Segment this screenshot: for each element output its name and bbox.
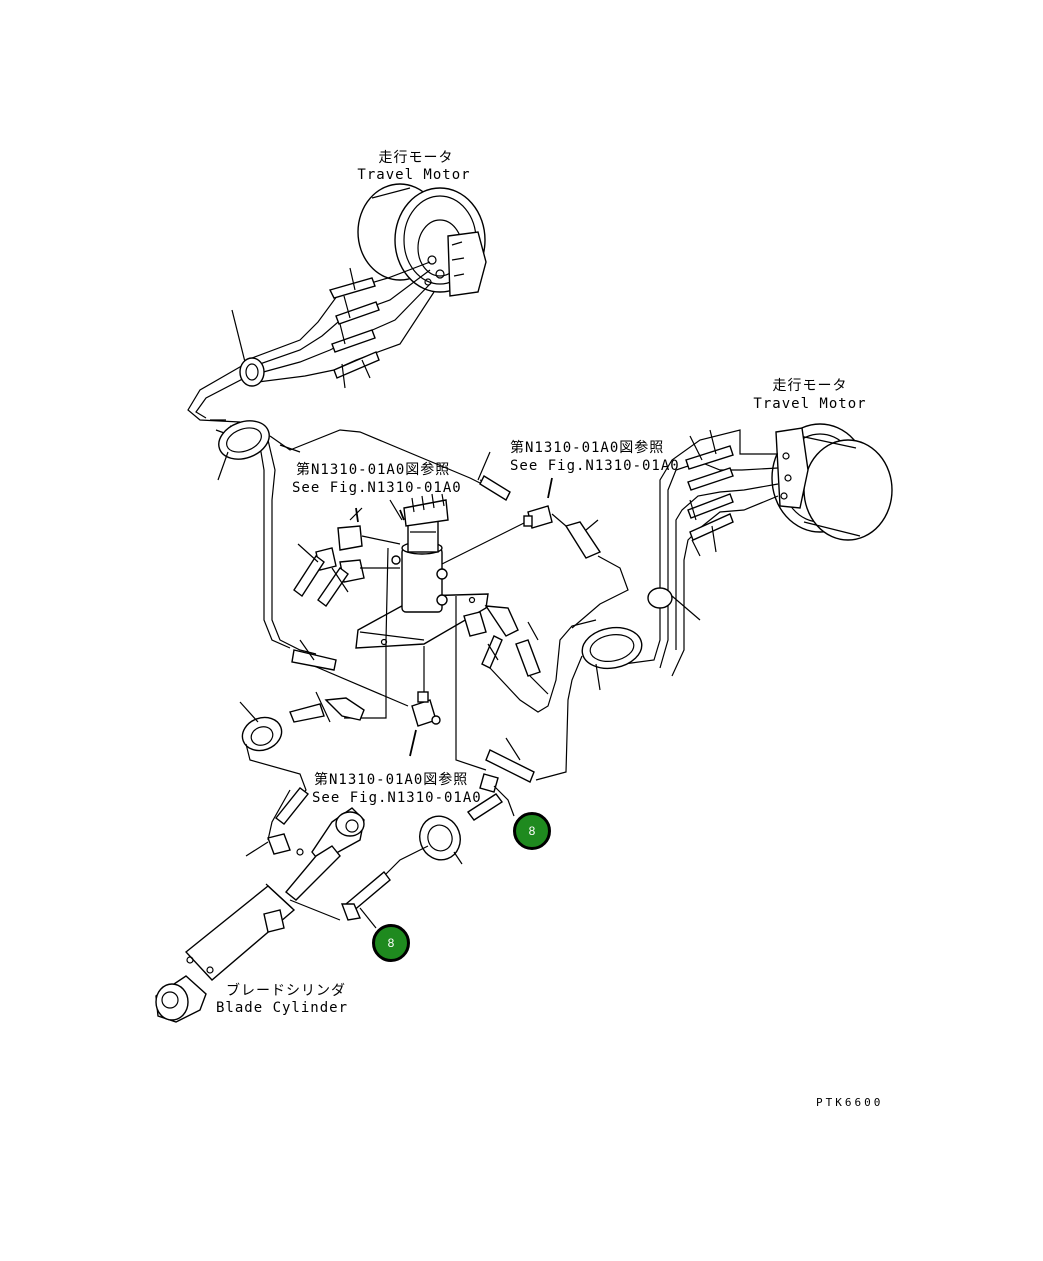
bottom-center-hoses [289, 737, 535, 929]
blade-cylinder [155, 787, 365, 1023]
tee-fitting-lower [299, 659, 441, 757]
blade-cylinder-jp-label: ブレードシリンダ [226, 983, 346, 999]
see-fig-left-jp-label: 第N1310-01A0図参照 [296, 462, 451, 478]
travel-motor-top-en-label: Travel Motor [357, 167, 471, 183]
travel-motor-right [771, 423, 893, 541]
travel-motor-top [357, 183, 487, 297]
travel-motor-right-jp-label: 走行モータ [772, 378, 848, 394]
callout-badge-part-8-lower[interactable]: 8 [372, 924, 410, 962]
hoses-top-motor [231, 261, 435, 389]
hose-bundle-left [187, 357, 317, 655]
drawing-code: PTK6600 [816, 1096, 884, 1109]
left-lower-fittings [239, 639, 365, 811]
central-valve [344, 493, 531, 771]
hoses-right-motor [535, 429, 779, 781]
see-fig-right-en-label: See Fig.N1310-01A0 [510, 458, 680, 474]
see-fig-bottom-jp-label: 第N1310-01A0図参照 [314, 772, 469, 788]
callout-badge-part-8-upper[interactable]: 8 [513, 812, 551, 850]
blade-cylinder-en-label: Blade Cylinder [215, 1000, 349, 1016]
valve-right-fittings [463, 605, 597, 713]
tee-fitting-upper [523, 477, 629, 629]
travel-motor-top-jp-label: 走行モータ [378, 150, 454, 166]
valve-left-fittings [293, 499, 405, 607]
see-fig-right-jp-label: 第N1310-01A0図参照 [510, 440, 665, 456]
see-fig-bottom-en-label: See Fig.N1310-01A0 [312, 790, 482, 806]
cross-lines [269, 429, 511, 501]
travel-motor-right-en-label: Travel Motor [753, 396, 867, 412]
see-fig-left-en-label: See Fig.N1310-01A0 [292, 480, 462, 496]
